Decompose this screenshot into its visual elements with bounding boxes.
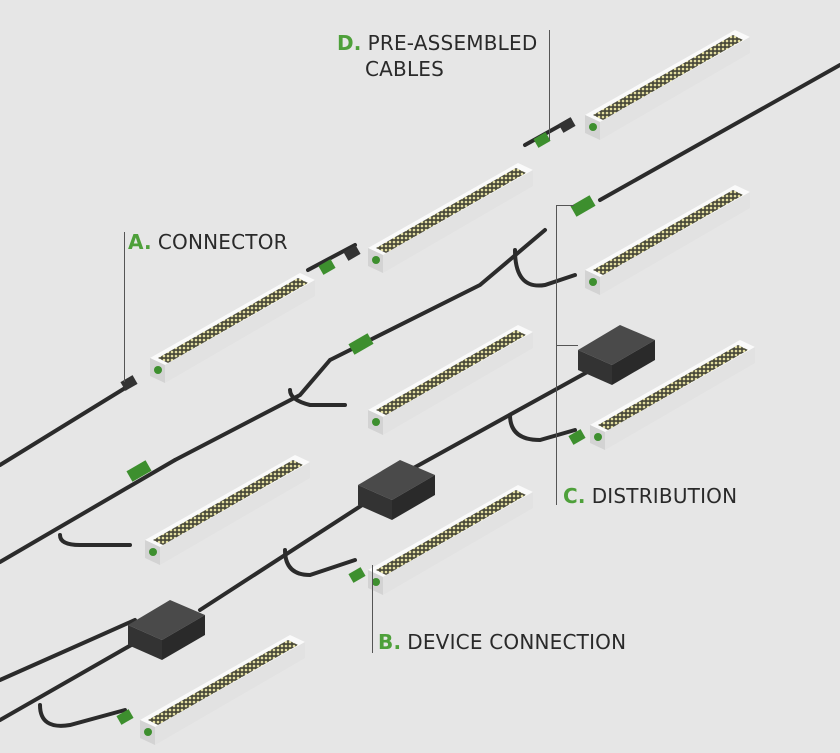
cables xyxy=(0,63,840,728)
led-fixture xyxy=(585,30,750,140)
label-text-line2: CABLES xyxy=(365,57,445,81)
label-device-connection: B.DEVICE CONNECTION xyxy=(378,629,626,655)
label-connector: A.CONNECTOR xyxy=(128,229,288,255)
leader-line-c xyxy=(556,205,557,505)
leader-line-b xyxy=(372,565,373,653)
leader-line-a xyxy=(124,232,125,382)
label-key: B. xyxy=(378,630,402,654)
led-fixture xyxy=(150,273,315,383)
label-text: DEVICE CONNECTION xyxy=(407,630,627,654)
label-key: D. xyxy=(337,31,362,55)
power-supply-box xyxy=(358,460,435,520)
label-pre-assembled-cables: D.PRE-ASSEMBLED CABLES xyxy=(337,30,537,82)
power-supply-box xyxy=(578,325,655,385)
label-text: PRE-ASSEMBLED xyxy=(367,31,538,55)
label-text: CONNECTOR xyxy=(157,230,288,254)
leader-line-d xyxy=(549,30,550,140)
leader-line-c-tick-mid xyxy=(556,345,578,346)
connectors xyxy=(116,117,596,725)
power-supply-box xyxy=(128,600,205,660)
label-distribution: C.DISTRIBUTION xyxy=(563,483,737,509)
led-fixture xyxy=(368,163,533,273)
label-text: DISTRIBUTION xyxy=(591,484,738,508)
label-key: C. xyxy=(563,484,586,508)
label-key: A. xyxy=(128,230,152,254)
leader-line-c-tick-top xyxy=(556,205,574,206)
led-fixture xyxy=(585,185,750,295)
